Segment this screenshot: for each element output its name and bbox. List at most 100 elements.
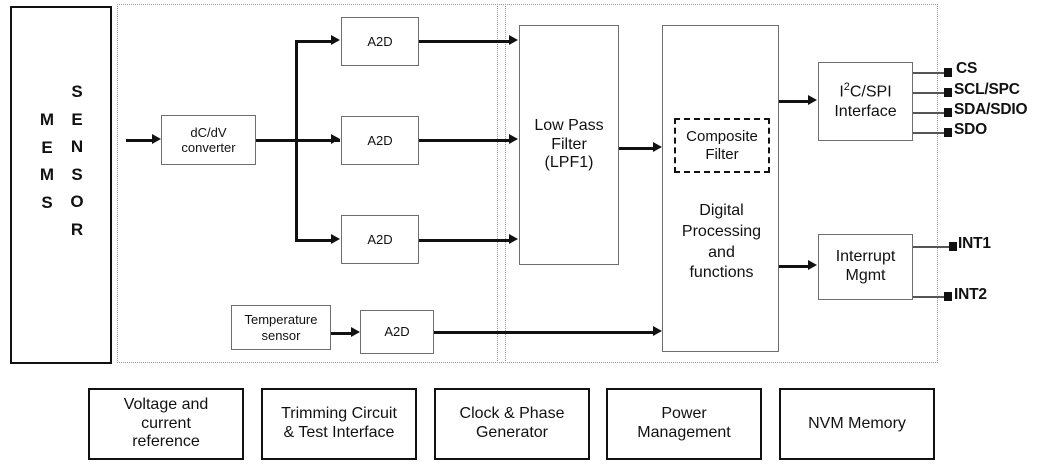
digital-processing-label: Digital Processing and functions [663,201,780,284]
sensor-letter: R [70,219,84,239]
composite-filter-line1: Composite [686,127,758,145]
voltage-current-reference-label: Voltage and current reference [124,396,209,453]
arrowhead-a2d-y-to-lpf [509,134,518,144]
nvm-memory-block: NVM Memory [779,388,935,460]
pin-label-int2: INT2 [954,286,987,303]
sensor-letter: N [70,137,84,157]
pin-pad-cs [944,68,952,77]
interrupt-line2: Mgmt [845,267,886,284]
arrowhead-temp-to-a2d [351,327,360,337]
a2d-block-z: A2D [341,215,419,264]
power-line2: Management [637,424,731,441]
connector-branch-to-a2d-z [295,239,333,242]
mems-sensor-label-col2: S E N S O R [64,78,90,243]
device-boundary-region [117,4,938,363]
mems-sensor-block: M E M S S E N S O R [10,6,112,364]
mems-letter: M [39,165,55,185]
arrowhead-temp-a2d-to-digital [653,326,662,336]
arrowhead-sensor-to-converter [152,134,161,144]
a2d-block-x: A2D [341,17,419,66]
clock-line2: Generator [475,424,549,441]
pin-lead-sda-sdio [913,112,947,114]
trimming-line2: & Test Interface [283,424,395,441]
sensor-letter: S [71,164,83,184]
lpf-line2: Filter [551,135,587,153]
composite-filter-line2: Filter [705,145,739,163]
pin-lead-int1 [913,246,951,248]
dc-dv-converter-line1: dC/dV [190,124,227,140]
voltage-current-reference-block: Voltage and current reference [88,388,244,460]
connector-a2d-y-to-lpf [419,139,511,142]
mems-sensor-label-col1: M E M S [34,106,60,216]
analog-section-divider [497,4,498,363]
pin-label-int1: INT1 [958,235,991,252]
pin-label-cs: CS [956,60,978,77]
connector-digital-to-interface [779,100,810,103]
a2d-label-temperature: A2D [384,324,410,340]
pin-pad-int1 [949,242,957,251]
nvm-line1: NVM Memory [808,414,906,432]
arrowhead-lpf-to-digital [653,142,662,152]
temperature-sensor-line2: sensor [261,327,301,343]
arrowhead-digital-to-interface [808,95,817,105]
connector-temp-to-a2d [331,332,353,335]
pin-pad-int2 [944,292,952,301]
connector-temp-a2d-to-digital [434,331,655,334]
low-pass-filter-label: Low Pass Filter (LPF1) [534,117,603,174]
digital-line1: Digital [699,202,744,219]
dc-dv-converter-line2: converter [181,140,236,155]
interrupt-management-label: Interrupt Mgmt [836,248,896,286]
lpf-line3: (LPF1) [544,154,594,172]
connector-digital-to-interrupt [779,265,810,268]
temperature-sensor-label: Temperature sensor [245,312,318,343]
sensor-letter: E [71,109,83,129]
power-line1: Power [661,405,707,423]
arrowhead-to-a2d-y [331,134,340,144]
connector-sensor-to-converter [126,139,153,142]
pin-pad-scl-spc [944,88,952,97]
clock-phase-generator-label: Clock & Phase Generator [460,405,565,443]
pin-pad-sdo [944,128,952,137]
pin-label-sda-sdio: SDA/SDIO [954,101,1028,118]
connector-branch-to-a2d-x [295,40,333,43]
nvm-memory-label: NVM Memory [808,415,906,434]
low-pass-filter-block: Low Pass Filter (LPF1) [519,25,619,265]
vcref-line3: reference [132,433,200,451]
power-management-block: Power Management [606,388,762,460]
pin-label-scl-spc: SCL/SPC [954,81,1020,98]
arrowhead-a2d-x-to-lpf [509,35,518,45]
i2c-spi-line2: Interface [834,102,897,120]
interrupt-line1: Interrupt [835,248,896,266]
arrowhead-a2d-z-to-lpf [509,234,518,244]
arrowhead-to-a2d-z [331,234,340,244]
a2d-label-z: A2D [367,231,393,247]
a2d-label-y: A2D [367,132,393,148]
clock-phase-generator-block: Clock & Phase Generator [434,388,590,460]
sensor-letter: S [71,82,83,101]
vcref-line2: current [141,414,191,432]
pin-label-sdo: SDO [954,121,987,138]
trimming-circuit-test-interface-block: Trimming Circuit & Test Interface [261,388,417,460]
trimming-circuit-label: Trimming Circuit & Test Interface [281,405,397,443]
vcref-line1: Voltage and [123,395,209,413]
pin-lead-cs [913,72,947,74]
dc-dv-converter-label: dC/dV converter [181,125,235,156]
a2d-block-temperature: A2D [360,310,434,354]
digital-section-divider [505,4,506,363]
pin-lead-scl-spc [913,92,947,94]
digital-line4: functions [689,264,754,282]
trimming-line1: Trimming Circuit [281,405,397,423]
interrupt-management-block: Interrupt Mgmt [818,234,913,300]
dc-dv-converter-block: dC/dV converter [161,115,256,165]
a2d-block-y: A2D [341,116,419,165]
connector-branch-vertical [295,41,298,241]
connector-a2d-z-to-lpf [419,239,511,242]
mems-letter: E [41,137,53,157]
temperature-sensor-block: Temperature sensor [231,305,331,350]
clock-line1: Clock & Phase [459,405,565,423]
composite-filter-label: Composite Filter [686,128,758,163]
connector-converter-output [256,139,340,142]
connector-lpf-to-digital [619,147,655,150]
mems-letter: S [41,192,53,212]
